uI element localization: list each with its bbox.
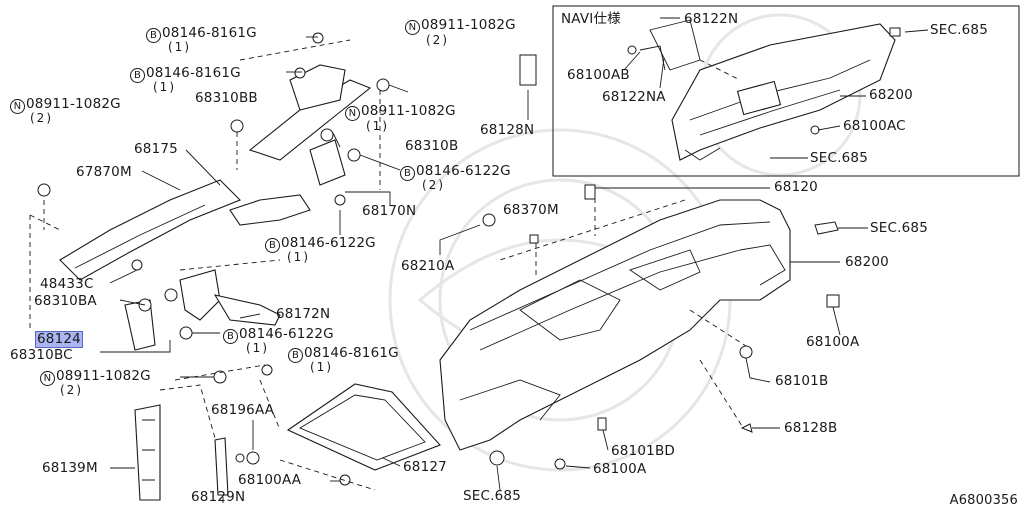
label-qty: (2) <box>422 178 445 192</box>
bolt-marker-icon: B <box>265 238 280 253</box>
bolt-marker-icon: B <box>146 28 161 43</box>
steering-member-drawing <box>29 32 537 353</box>
label-68124-highlighted[interactable]: 68124 <box>35 331 83 348</box>
inset-label-68122na: 68122NA <box>602 89 666 105</box>
nut-marker-icon: N <box>10 99 25 114</box>
label-qty: (2) <box>60 383 83 397</box>
nut-marker-icon: N <box>345 106 360 121</box>
bolt-marker-icon: B <box>130 68 145 83</box>
label-68210a: 68210A <box>401 258 455 274</box>
label-sec685-bottom: SEC.685 <box>463 488 521 504</box>
label-68310ba: 68310BA <box>34 293 97 309</box>
label-68101b: 68101B <box>775 373 829 389</box>
bolt-marker-icon: B <box>223 329 238 344</box>
label-68127: 68127 <box>403 459 447 475</box>
label-68100a-bottom: 68100A <box>593 461 647 477</box>
label-qty: (1) <box>246 341 269 355</box>
label-qty: (1) <box>153 80 176 94</box>
inset-frame <box>552 5 1020 177</box>
label-68172n: 68172N <box>276 306 331 322</box>
bolt-marker-icon: B <box>288 348 303 363</box>
nut-marker-icon: N <box>405 20 420 35</box>
bolt-marker-icon: B <box>400 166 415 181</box>
label-68100aa: 68100AA <box>238 472 302 488</box>
label-68370m: 68370M <box>503 202 559 218</box>
label-sec685-right: SEC.685 <box>870 220 928 236</box>
label-qty: (1) <box>287 250 310 264</box>
label-qty: (1) <box>310 360 333 374</box>
label-qty: (1) <box>366 119 389 133</box>
label-68128b: 68128B <box>784 420 838 436</box>
label-68175: 68175 <box>134 141 178 157</box>
label-48433c: 48433C <box>40 276 94 292</box>
label-68200: 68200 <box>845 254 889 270</box>
inset-dashboard-drawing <box>623 17 929 161</box>
label-68100a-right: 68100A <box>806 334 860 350</box>
label-68310b: 68310B <box>405 138 459 154</box>
label-68101bd: 68101BD <box>611 443 676 459</box>
lower-parts-drawing <box>110 364 591 503</box>
label-68129n: 68129N <box>191 489 246 505</box>
label-68310bb: 68310BB <box>195 90 258 106</box>
inset-label-68200: 68200 <box>869 87 913 103</box>
inset-label-sec685-top: SEC.685 <box>930 22 988 38</box>
label-67870m: 67870M <box>76 164 132 180</box>
label-68128n: 68128N <box>480 122 535 138</box>
nut-marker-icon: N <box>40 371 55 386</box>
inset-label-68122n: 68122N <box>684 11 739 27</box>
inset-label-68100ac: 68100AC <box>843 118 906 134</box>
instrument-panel-drawing <box>439 184 868 451</box>
figure-id: A6800356 <box>949 493 1018 508</box>
label-qty: (2) <box>426 33 449 47</box>
inset-title: NAVI仕様 <box>561 11 621 27</box>
label-68170n: 68170N <box>362 203 417 219</box>
inset-label-sec685-bottom: SEC.685 <box>810 150 868 166</box>
label-68196aa: 68196AA <box>211 402 275 418</box>
label-68310bc: 68310BC <box>10 347 73 363</box>
label-68139m: 68139M <box>42 460 98 476</box>
label-qty: (2) <box>30 111 53 125</box>
label-qty: (1) <box>168 40 191 54</box>
label-68120: 68120 <box>774 179 818 195</box>
inset-label-68100ab: 68100AB <box>567 67 630 83</box>
